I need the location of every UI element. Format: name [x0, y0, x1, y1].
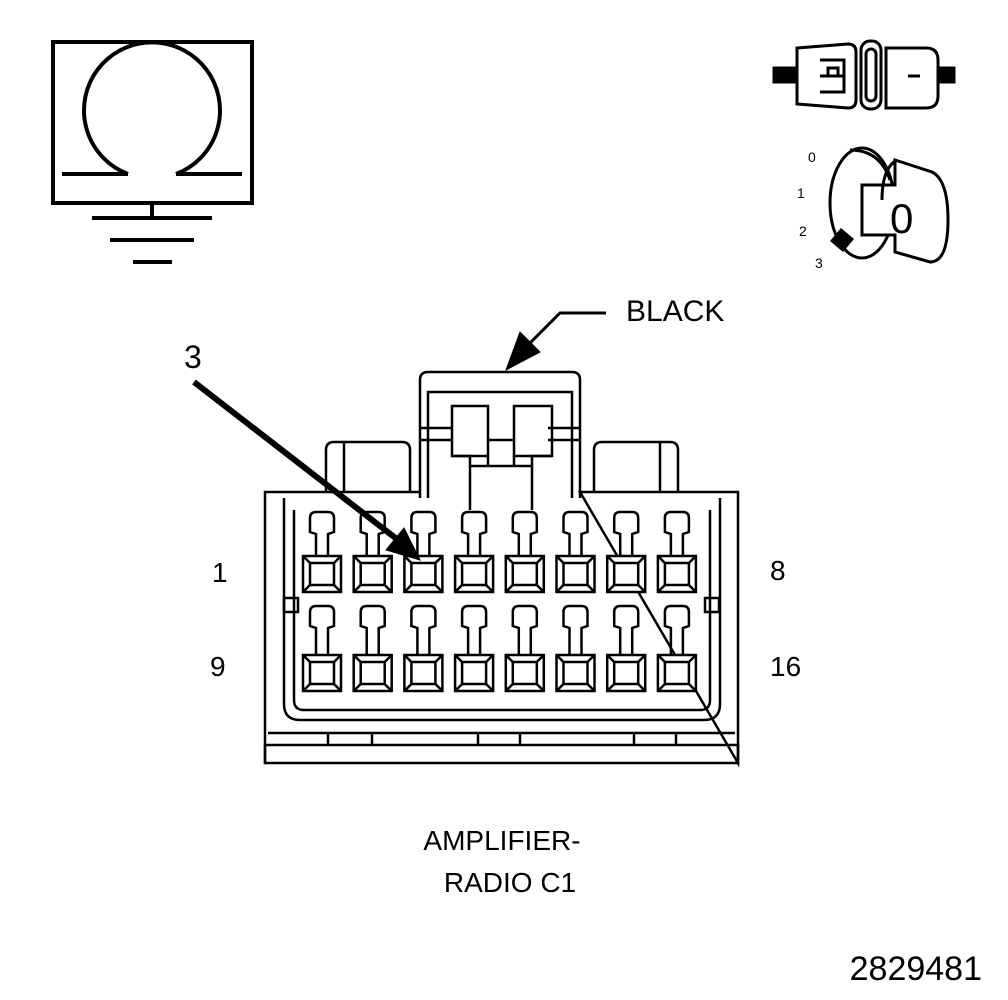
- pin-cavity-2: [352, 510, 393, 594]
- row2-start-label: 9: [210, 651, 226, 682]
- pin-cavity-7: [605, 510, 647, 594]
- pin-cavity-5: [504, 510, 546, 594]
- pin-cavities: [301, 510, 698, 693]
- figure-id: 2829481: [850, 950, 982, 988]
- pin-cavity-14: [555, 604, 596, 693]
- pin-cavity-15: [605, 604, 647, 693]
- pin-callout-number: 3: [184, 339, 202, 375]
- ignition-position-2: 1: [797, 185, 805, 201]
- pin-cavity-1: [301, 510, 343, 594]
- ignition-position-1: 2: [799, 223, 807, 239]
- pin-cavity-10: [352, 604, 393, 693]
- connector-housing: [263, 370, 740, 768]
- ignition-key-off-icon: [828, 146, 950, 264]
- pin-cavity-13: [504, 604, 546, 693]
- color-callout-leader: [505, 311, 606, 372]
- pin-cavity-8: [656, 510, 698, 594]
- connector-name-line2: RADIO C1: [444, 867, 576, 898]
- connector-name-line1: AMPLIFIER-: [423, 825, 580, 856]
- ignition-key-position: 0: [890, 195, 913, 242]
- connector-color-label: BLACK: [626, 295, 724, 328]
- pin-cavity-4: [453, 510, 495, 594]
- pin-cavity-11: [403, 604, 444, 693]
- row1-end-label: 8: [770, 555, 786, 586]
- pin-cavity-9: [301, 604, 343, 693]
- ignition-position-labels: 0 1 2 3 0: [797, 149, 913, 271]
- row2-end-label: 16: [770, 651, 801, 682]
- ohmmeter-ground-icon: [51, 40, 254, 264]
- disconnected-connector-icon: [772, 39, 956, 111]
- ignition-position-0: 3: [815, 255, 823, 271]
- row1-start-label: 1: [212, 557, 228, 588]
- ignition-position-3: 0: [808, 149, 816, 165]
- pin-cavity-16: [656, 604, 698, 693]
- pin-cavity-6: [555, 510, 596, 594]
- pin-cavity-3: [403, 510, 444, 594]
- pin-callout-arrow: [192, 379, 421, 561]
- pin-cavity-12: [453, 604, 495, 693]
